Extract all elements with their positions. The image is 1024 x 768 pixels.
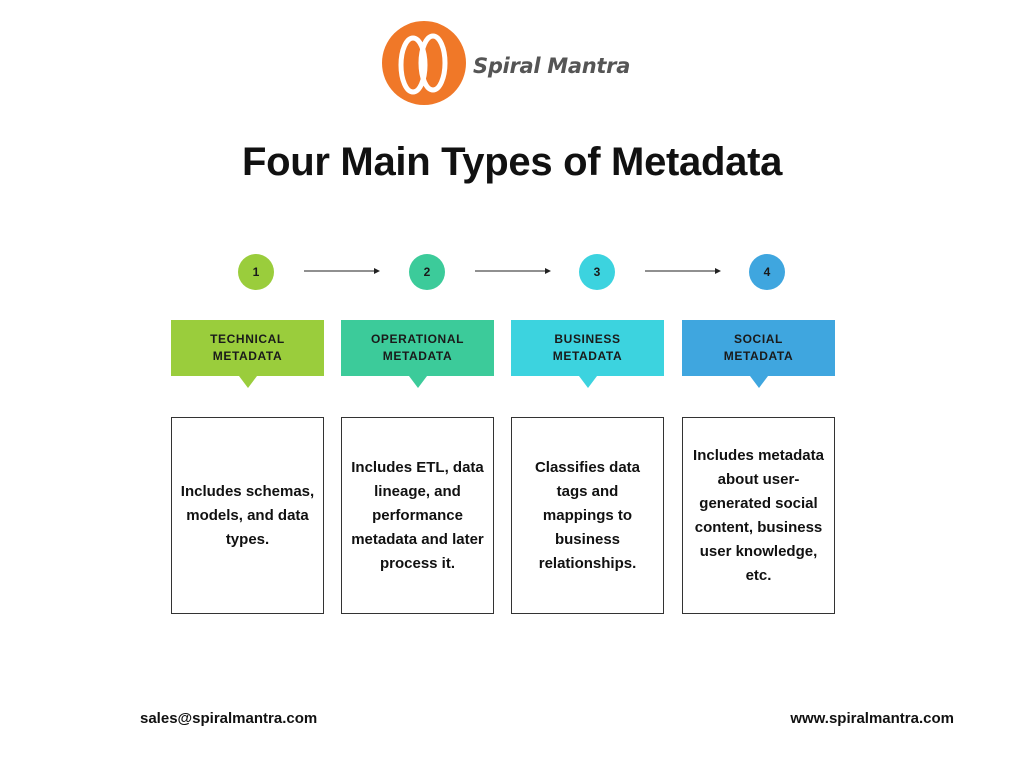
footer-website[interactable]: www.spiralmantra.com — [790, 710, 954, 727]
arrow-right-icon — [475, 268, 551, 274]
step-number-1: 1 — [238, 254, 274, 290]
arrow-right-icon — [645, 268, 721, 274]
brand-logo: Spiral Mantra — [380, 18, 630, 108]
description-social: Includes metadata about user-generated s… — [682, 417, 835, 614]
step-number-2: 2 — [409, 254, 445, 290]
page-title: Four Main Types of Metadata — [241, 140, 783, 184]
footer-email[interactable]: sales@spiralmantra.com — [140, 710, 318, 727]
brand-name: Spiral Mantra — [473, 54, 631, 78]
arrow-right-icon — [304, 268, 380, 274]
description-business: Classifies data tags and mappings to bus… — [511, 417, 664, 614]
description-technical: Includes schemas, models, and data types… — [171, 417, 324, 614]
step-number-4: 4 — [749, 254, 785, 290]
description-operational: Includes ETL, data lineage, and performa… — [341, 417, 494, 614]
spiral-logo-icon — [382, 21, 466, 105]
step-number-3: 3 — [579, 254, 615, 290]
